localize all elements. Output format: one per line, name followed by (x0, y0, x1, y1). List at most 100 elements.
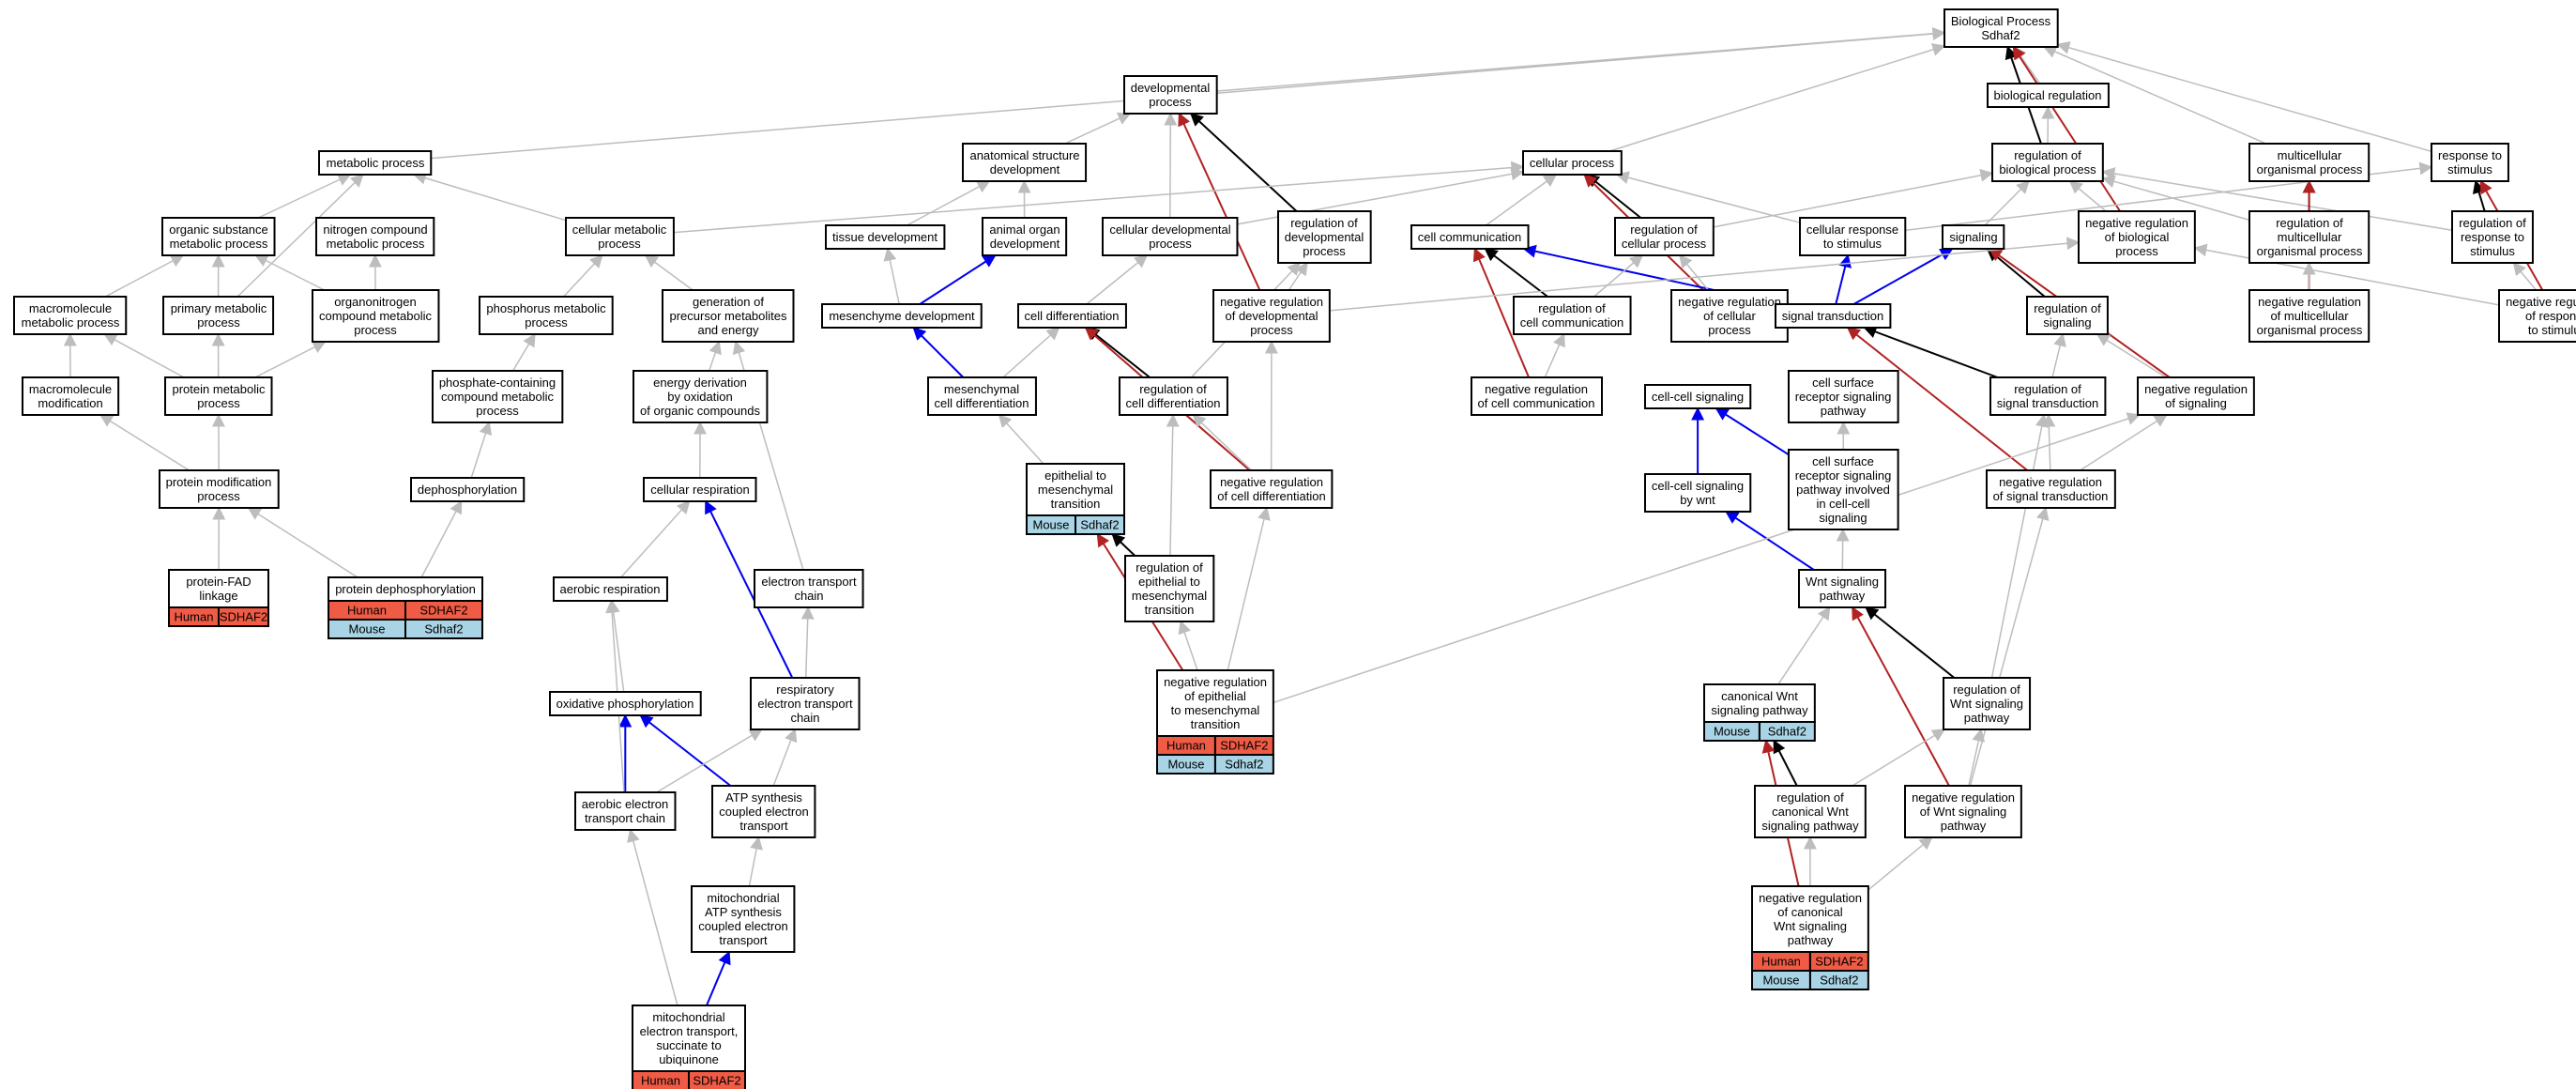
node-label: multicellular (2278, 230, 2342, 244)
go-term-node[interactable]: cellular respiration (643, 477, 757, 502)
go-term-node[interactable]: cell communication (1410, 224, 1530, 250)
go-term-node[interactable]: mesenchyme development (821, 303, 983, 329)
edge-is-a (1777, 606, 1831, 685)
go-term-node[interactable]: biological regulation (1987, 83, 2110, 108)
go-term-node[interactable]: metabolic process (318, 150, 433, 176)
node-label: electron transport, (640, 1024, 739, 1038)
edge-positively-regulates (1715, 407, 1790, 456)
node-label: macromolecule (29, 301, 112, 315)
node-box (1644, 473, 1752, 513)
node-box (1522, 150, 1623, 176)
edge-regulates (1484, 248, 1548, 298)
go-term-node[interactable]: tissue development (825, 224, 946, 250)
node-label: cellular process (1622, 237, 1707, 251)
edge-regulates (1773, 739, 1798, 787)
go-term-node[interactable]: signaling (1942, 224, 2005, 250)
node-label: regulation of (1953, 683, 2020, 697)
node-label: cellular metabolic (572, 222, 667, 237)
node-label: of biological (2105, 230, 2170, 244)
go-term-node[interactable]: dephosphorylation (410, 477, 526, 502)
go-term-node[interactable]: signal transduction (1775, 303, 1892, 329)
go-term-node[interactable]: aerobic respiration (553, 576, 668, 602)
node-box (1124, 555, 1215, 622)
edge-negatively-regulates (1846, 327, 2028, 471)
go-term-node[interactable]: oxidative phosphorylation (549, 691, 702, 716)
node-label: phosphorus metabolic (486, 301, 606, 315)
node-box (750, 677, 861, 730)
node-label: cellular developmental (1109, 222, 1230, 237)
go-term-node[interactable]: cellular process (1522, 150, 1623, 176)
go-term-node[interactable]: cell-cell signaling (1644, 384, 1752, 409)
node-label: process (197, 396, 240, 410)
node-box (2451, 210, 2534, 264)
node-box (1513, 296, 1632, 335)
node-box (1986, 469, 2116, 509)
node-label: epithelial to (1138, 575, 1200, 589)
go-term-node[interactable]: cell differentiation (1017, 303, 1127, 329)
node-label: developmental (1285, 230, 1364, 244)
edge-regulates (1865, 606, 1956, 679)
